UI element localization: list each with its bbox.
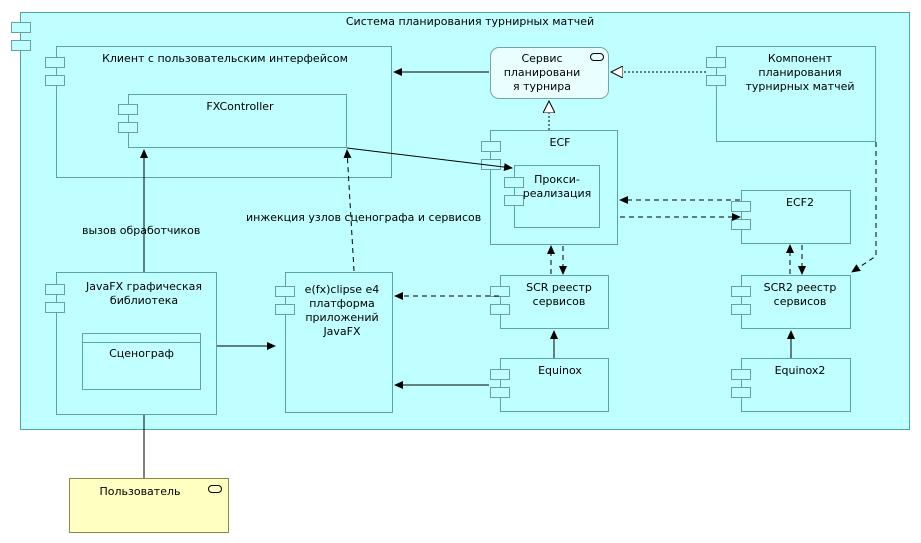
component-icon <box>481 141 501 152</box>
equinox-component[interactable] <box>500 358 609 412</box>
ecf2-component[interactable] <box>741 190 851 244</box>
client-label: Клиент с пользовательским интерфейсом <box>102 52 348 65</box>
component-icon <box>275 304 295 315</box>
system-title: Система планирования турнирных матчей <box>345 15 595 28</box>
component-icon <box>731 369 751 380</box>
fxcontroller-label: FXController <box>206 100 274 113</box>
planning-component-label: Компонент планирования турнирных матчей <box>745 52 855 93</box>
edge-fxcontroller-proxy <box>346 147 513 172</box>
edge-injection <box>343 149 355 272</box>
efxclipse-label: e(fx)clipse e4 платформа приложений Java… <box>304 283 380 338</box>
equinox-label: Equinox <box>538 364 582 377</box>
component-icon <box>490 304 510 315</box>
component-icon <box>706 57 726 68</box>
javafx-label: JavaFX графическая библиотека <box>86 280 202 307</box>
component-icon <box>490 369 510 380</box>
user-actor[interactable] <box>69 478 229 533</box>
fxcontroller-component[interactable] <box>128 94 347 148</box>
component-icon <box>504 177 524 188</box>
planning-component[interactable] <box>716 46 876 142</box>
component-icon <box>731 286 751 297</box>
component-icon <box>45 75 65 86</box>
scenegraph-divider <box>82 342 201 343</box>
scr2-label: SCR2 реестр сервисов <box>763 281 837 308</box>
efxclipse-component[interactable] <box>285 272 393 413</box>
component-icon <box>11 22 31 33</box>
component-icon <box>731 219 751 230</box>
service-label: Сервис планировани я турнира <box>503 52 581 93</box>
component-icon <box>45 302 65 313</box>
component-icon <box>45 284 65 295</box>
scr-component[interactable] <box>500 275 609 329</box>
component-icon <box>706 75 726 86</box>
proxy-component[interactable] <box>514 165 600 228</box>
edge-component-scr2 <box>851 142 877 273</box>
equinox2-label: Equinox2 <box>774 364 826 377</box>
injection-label: инжекция узлов сценографа и сервисов <box>246 211 482 224</box>
component-icon <box>118 122 138 133</box>
scenegraph-label: Сценограф <box>109 347 174 360</box>
component-icon <box>275 286 295 297</box>
scr-label: SCR реестр сервисов <box>526 281 592 308</box>
component-icon <box>731 201 751 212</box>
service-interface[interactable] <box>490 47 609 99</box>
component-icon <box>490 286 510 297</box>
component-icon <box>504 195 524 206</box>
component-icon <box>11 40 31 51</box>
equinox2-component[interactable] <box>741 358 851 412</box>
component-icon <box>490 387 510 398</box>
component-icon <box>118 104 138 115</box>
ecf-label: ECF <box>549 136 571 149</box>
service-icon <box>590 53 604 61</box>
component-icon <box>45 57 65 68</box>
proxy-label: Прокси- реализация <box>522 173 592 200</box>
ecf2-label: ECF2 <box>786 196 814 209</box>
component-icon <box>731 387 751 398</box>
user-label: Пользователь <box>99 485 181 498</box>
scr2-component[interactable] <box>741 275 851 329</box>
actor-role-icon <box>208 485 222 493</box>
component-icon <box>731 304 751 315</box>
handler-call-label: вызов обработчиков <box>82 224 201 237</box>
